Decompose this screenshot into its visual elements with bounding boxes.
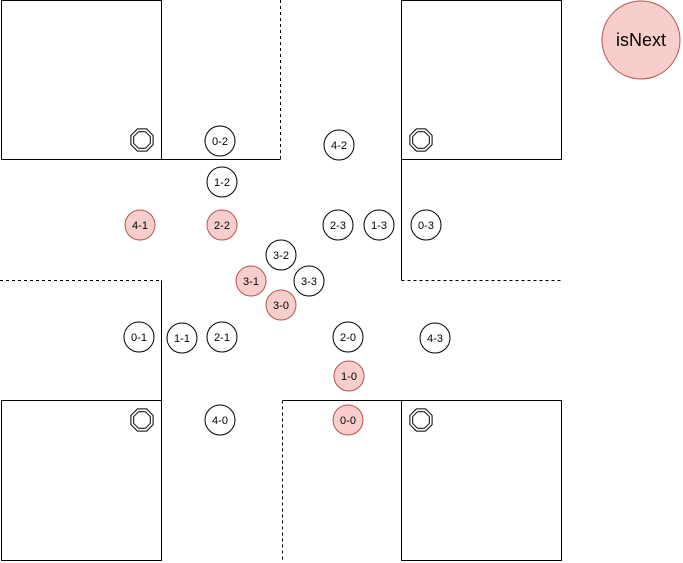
node-circle: [235, 265, 267, 297]
legend-circle: [601, 0, 681, 80]
node-label: 2-2: [214, 220, 230, 232]
node-label: 3-0: [273, 300, 289, 312]
node-label: 1-1: [174, 333, 190, 345]
node-label: 3-2: [273, 250, 289, 262]
node-1-2: 1-2: [206, 166, 238, 198]
block-top-left: [1, 0, 281, 160]
node-circle: [204, 404, 236, 436]
node-4-2: 4-2: [323, 129, 355, 161]
node-circle: [206, 166, 238, 198]
node-2-3: 2-3: [322, 209, 354, 241]
node-3-0: 3-0: [265, 289, 297, 321]
node-2-1: 2-1: [206, 321, 238, 353]
node-label: 2-0: [340, 332, 356, 344]
legend-label: isNext: [616, 30, 666, 50]
node-circle: [206, 209, 238, 241]
node-circle: [333, 360, 365, 392]
stop-sign-icon: [409, 128, 433, 152]
block-bottom-right: [282, 400, 562, 561]
node-label: 0-3: [418, 220, 434, 232]
node-circle: [323, 129, 355, 161]
node-circle: [265, 239, 297, 271]
node-label: 1-2: [214, 177, 230, 189]
node-label: 2-1: [214, 332, 230, 344]
node-label: 3-3: [301, 276, 317, 288]
node-circle: [332, 321, 364, 353]
node-label: 0-0: [340, 415, 356, 427]
node-circle: [332, 404, 364, 436]
stop-sign-icon: [130, 408, 154, 432]
node-0-1: 0-1: [123, 321, 155, 353]
node-circle: [206, 321, 238, 353]
node-0-0: 0-0: [332, 404, 364, 436]
node-1-1: 1-1: [166, 322, 198, 354]
node-3-1: 3-1: [235, 265, 267, 297]
block-bottom-left: [0, 280, 162, 561]
stop-sign-icon: [130, 128, 154, 152]
node-circle: [419, 322, 451, 354]
node-1-3: 1-3: [363, 209, 395, 241]
node-circle: [363, 209, 395, 241]
node-label: 4-3: [427, 333, 443, 345]
node-4-3: 4-3: [419, 322, 451, 354]
node-3-3: 3-3: [293, 265, 325, 297]
node-circle: [124, 209, 156, 241]
node-circle: [123, 321, 155, 353]
node-2-0: 2-0: [332, 321, 364, 353]
node-label: 4-1: [132, 220, 148, 232]
node-1-0: 1-0: [333, 360, 365, 392]
node-0-3: 0-3: [410, 209, 442, 241]
node-label: 3-1: [243, 276, 259, 288]
node-label: 1-3: [371, 220, 387, 232]
node-label: 4-2: [331, 140, 347, 152]
node-label: 2-3: [330, 220, 346, 232]
node-label: 0-1: [131, 332, 147, 344]
node-4-1: 4-1: [124, 209, 156, 241]
legend: isNext: [601, 0, 681, 80]
node-circle: [293, 265, 325, 297]
node-0-2: 0-2: [204, 125, 236, 157]
node-circle: [166, 322, 198, 354]
node-label: 1-0: [341, 371, 357, 383]
node-3-2: 3-2: [265, 239, 297, 271]
node-4-0: 4-0: [204, 404, 236, 436]
node-label: 0-2: [212, 136, 228, 148]
node-2-2: 2-2: [206, 209, 238, 241]
node-circle: [265, 289, 297, 321]
node-label: 4-0: [212, 415, 228, 427]
stop-sign-icon: [409, 408, 433, 432]
block-top-right: [401, 0, 562, 281]
node-circle: [322, 209, 354, 241]
node-circle: [204, 125, 236, 157]
node-circle: [410, 209, 442, 241]
